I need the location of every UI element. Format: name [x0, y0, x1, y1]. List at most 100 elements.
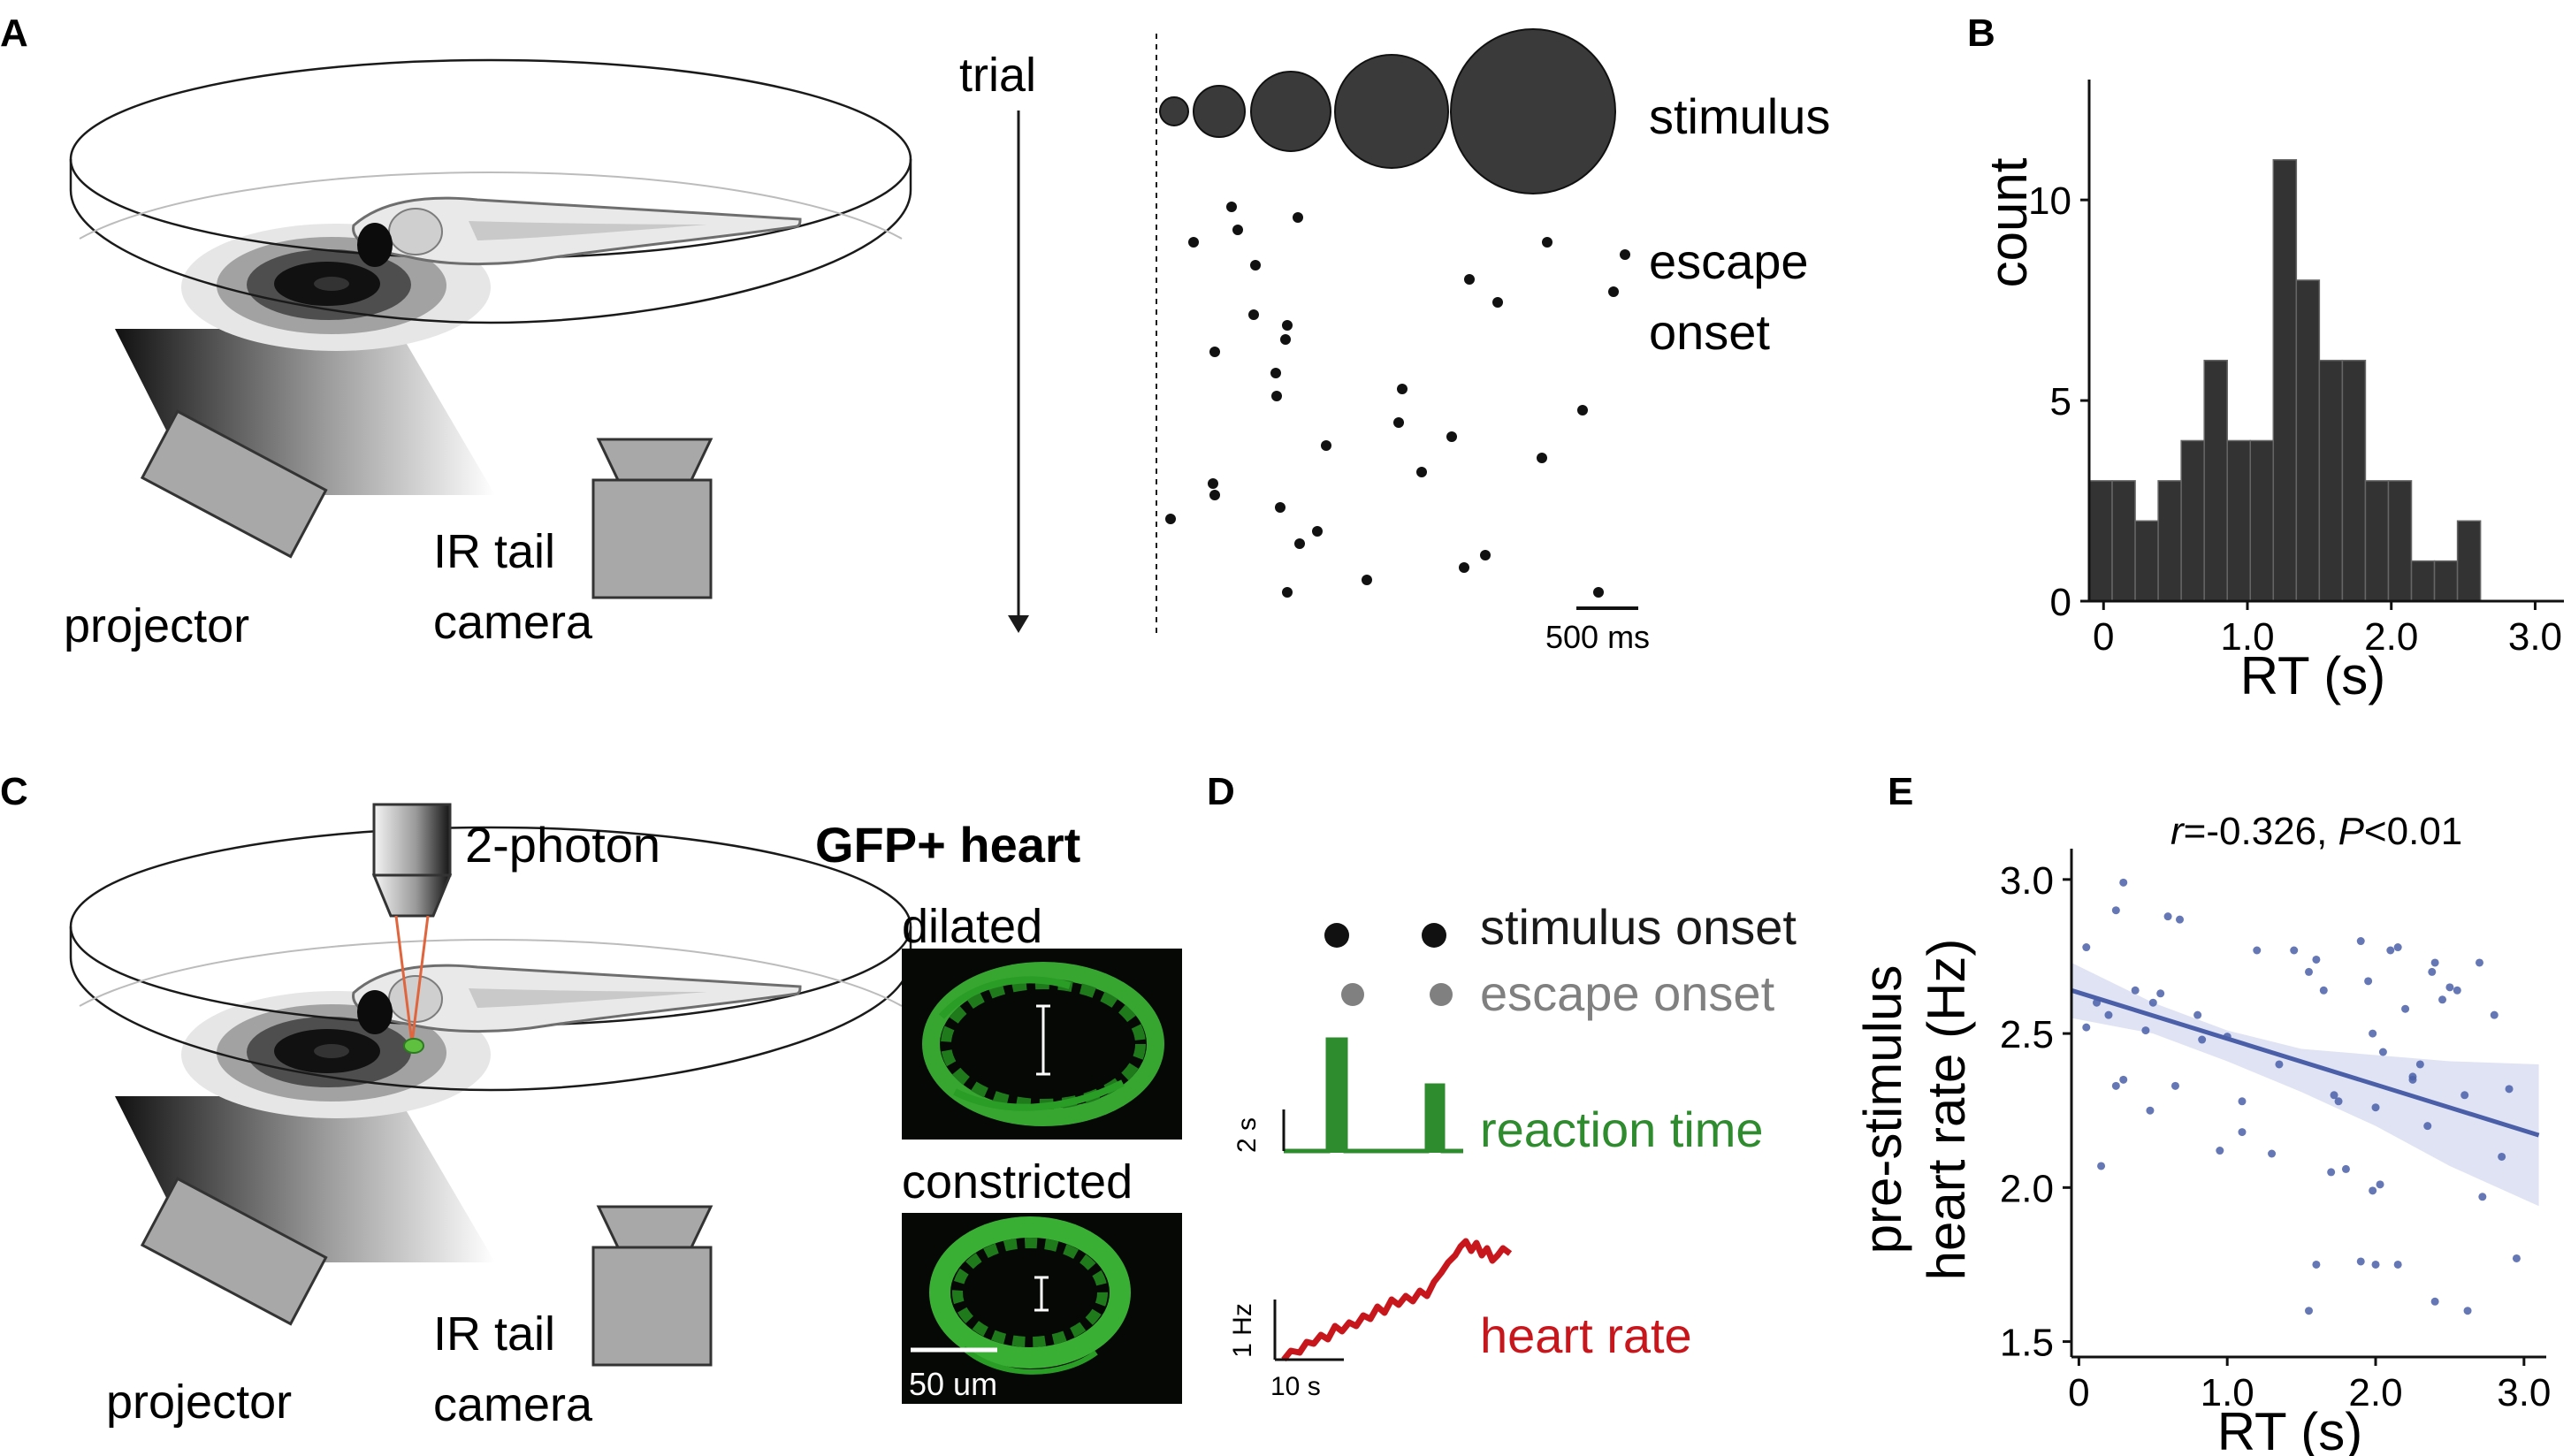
scatter-xtick-label: 3.0: [2497, 1371, 2551, 1414]
scatter-point: [2505, 1085, 2514, 1094]
camera-label-c-line1: IR tail: [433, 1307, 555, 1361]
escape-onset-dot-1: [1341, 983, 1364, 1006]
scatter-point: [2460, 1091, 2469, 1100]
projector-label-c: projector: [106, 1376, 292, 1429]
twophoton-label: 2-photon: [465, 817, 660, 873]
scatter-point: [2490, 1010, 2499, 1019]
panel-b-letter: B: [1967, 11, 1995, 55]
scatter-point: [2475, 958, 2483, 967]
scatter-point: [2393, 1260, 2402, 1269]
scatter-point: [2356, 1257, 2365, 1266]
scatter-point: [2445, 983, 2454, 992]
scatter-point: [2334, 1097, 2343, 1106]
hist-bar: [2410, 560, 2436, 602]
scatter-point: [2198, 1035, 2207, 1044]
hist-bar: [2456, 520, 2482, 602]
hist-xtick-label: 2.0: [2364, 615, 2418, 659]
hist-bar: [2364, 480, 2390, 602]
scatter-point: [2408, 1075, 2417, 1084]
panel-d: D stimulus onset escape onset 2 s reacti…: [1207, 770, 1797, 1401]
scatter-point: [2371, 1103, 2380, 1112]
scatter-xlabel: RT (s): [2217, 1402, 2362, 1456]
reaction-time-label: reaction time: [1480, 1102, 1764, 1157]
panel-e-letter: E: [1888, 770, 1913, 813]
hist-xlabel: RT (s): [2240, 646, 2385, 705]
scatter-point: [2369, 1186, 2377, 1195]
panel-c-letter: C: [0, 770, 28, 813]
hr-scale-y-label: 1 Hz: [1228, 1303, 1257, 1358]
dilated-label: dilated: [902, 900, 1042, 953]
hist-ytick-label: 5: [2050, 380, 2071, 423]
stimulus-disc-4: [1334, 54, 1449, 169]
scatter-point: [2453, 986, 2461, 995]
scatter-point: [2330, 1091, 2338, 1100]
escape-raster: [1165, 202, 1630, 598]
scatter-point: [2111, 906, 2120, 915]
scatter-point: [2478, 1193, 2487, 1201]
hist-bar: [2134, 520, 2159, 602]
stimulus-disc-2: [1193, 85, 1246, 138]
scatter-point: [2148, 998, 2157, 1007]
scatter-point: [2371, 1260, 2380, 1269]
projector-box-c: [140, 1177, 328, 1326]
scatter-point: [2082, 943, 2091, 952]
projector-box: [140, 409, 328, 559]
hist-ylabel: count: [1979, 157, 2038, 287]
hist-bar: [2180, 439, 2205, 602]
hist-bar: [2203, 359, 2228, 602]
stimulus-disc-5: [1450, 28, 1616, 194]
scatter-point: [2364, 977, 2373, 986]
scatter-point: [2463, 1307, 2472, 1315]
scatter-point: [2097, 1162, 2106, 1170]
panel-c: C projector IR tail camera 2-photon GFP+…: [0, 770, 1182, 1431]
scatter-point: [2430, 958, 2439, 967]
scatter-point: [2305, 967, 2313, 976]
scatter-point: [2119, 878, 2128, 887]
camera-label-line1: IR tail: [433, 525, 555, 578]
stimulus-disc-1: [1159, 96, 1189, 126]
stimulus-onset-label: stimulus onset: [1480, 899, 1797, 955]
scatter-point: [2438, 995, 2447, 1004]
heart-rate-label: heart rate: [1480, 1307, 1692, 1363]
camera-body-c: [591, 1246, 713, 1367]
confidence-band: [2071, 962, 2539, 1207]
scatter-point: [2356, 937, 2365, 946]
scatter-point: [2238, 1097, 2247, 1106]
hist-bar: [2272, 159, 2298, 602]
camera-lens: [596, 438, 713, 482]
reaction-time-trace: [1282, 1037, 1463, 1154]
scatter-point: [2430, 1297, 2439, 1306]
correlation-annotation: r=-0.326, P<0.01: [2170, 810, 2462, 853]
constricted-label: constricted: [902, 1155, 1133, 1208]
camera-label-c-line2: camera: [433, 1378, 593, 1431]
scatter-ytick-label: 1.5: [2000, 1322, 2054, 1365]
hist-ytick-label: 0: [2050, 581, 2071, 624]
panel-d-letter: D: [1207, 770, 1235, 813]
scatter-ytick-label: 2.0: [2000, 1167, 2054, 1210]
gfp-heart-title: GFP+ heart: [815, 817, 1080, 873]
scatter-point: [2428, 967, 2437, 976]
scatter-point: [2341, 1164, 2350, 1173]
scatter-point: [2378, 1048, 2387, 1056]
scatter-ytick-label: 3.0: [2000, 859, 2054, 903]
hist-bar: [2341, 359, 2367, 602]
scatter-point: [2312, 1260, 2321, 1269]
scatter-point: [2327, 1168, 2336, 1177]
scatter-point: [2415, 1060, 2424, 1069]
escape-onset-label: escape onset: [1480, 965, 1775, 1021]
hist-bar: [2433, 560, 2459, 602]
hist-bar: [2111, 480, 2136, 602]
scatter-point: [2216, 1147, 2224, 1155]
regression-line: [2071, 987, 2540, 1138]
scatter-ylabel-line1: pre-stimulus: [1853, 965, 1912, 1254]
time-scalebar-label: 500 ms: [1545, 619, 1650, 655]
scatter-point: [2111, 1081, 2120, 1090]
scatter-point: [2146, 1106, 2155, 1115]
stimulus-onset-dot-1: [1324, 923, 1349, 948]
scatter-xtick-label: 2.0: [2348, 1371, 2402, 1414]
panel-a-letter: A: [0, 11, 28, 55]
panel-a: A projector IR tail camera trial stimulu…: [0, 11, 1830, 655]
hist-bar: [2387, 480, 2413, 602]
